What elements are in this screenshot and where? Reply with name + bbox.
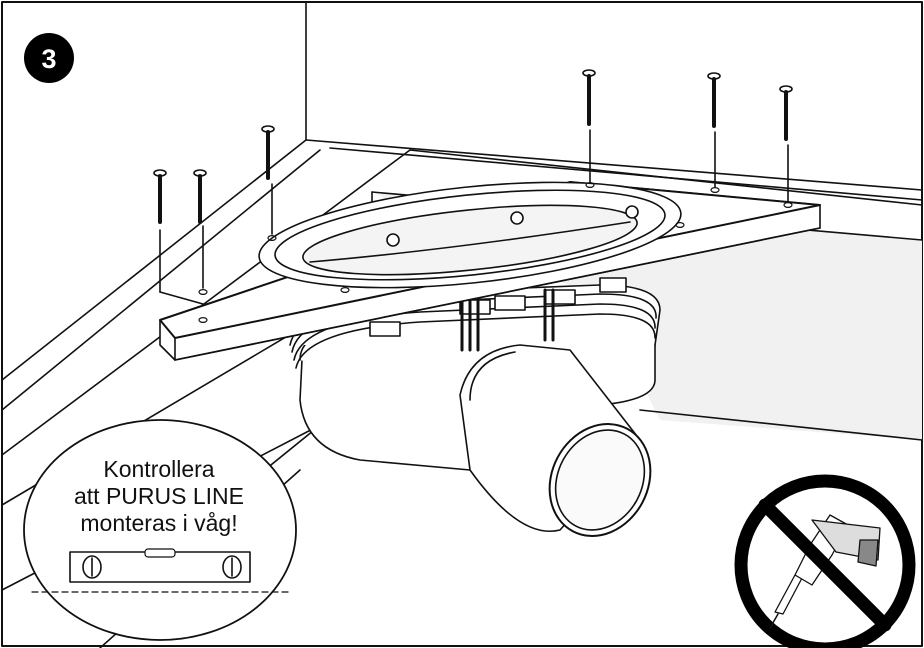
screw — [707, 72, 721, 188]
no-drill-icon — [734, 474, 916, 648]
callout-line: monteras i våg! — [80, 510, 238, 536]
callout-line: att PURUS LINE — [74, 483, 244, 509]
screws — [153, 69, 793, 305]
screw — [261, 125, 275, 235]
mounting-plate — [159, 181, 821, 361]
spirit-level — [69, 548, 251, 583]
callout-line: Kontrollera — [103, 456, 215, 482]
drill-icon — [769, 514, 881, 629]
screw — [193, 169, 207, 289]
screw — [582, 69, 596, 183]
level-callout — [23, 419, 297, 641]
step-badge — [24, 33, 74, 83]
step-number: 3 — [41, 44, 57, 74]
screw — [153, 169, 204, 305]
clips — [369, 277, 627, 352]
outlet-pipe — [459, 344, 652, 537]
screw — [779, 85, 793, 203]
level-check-text: Kontrollera att PURUS LINE monteras i vå… — [44, 456, 274, 537]
